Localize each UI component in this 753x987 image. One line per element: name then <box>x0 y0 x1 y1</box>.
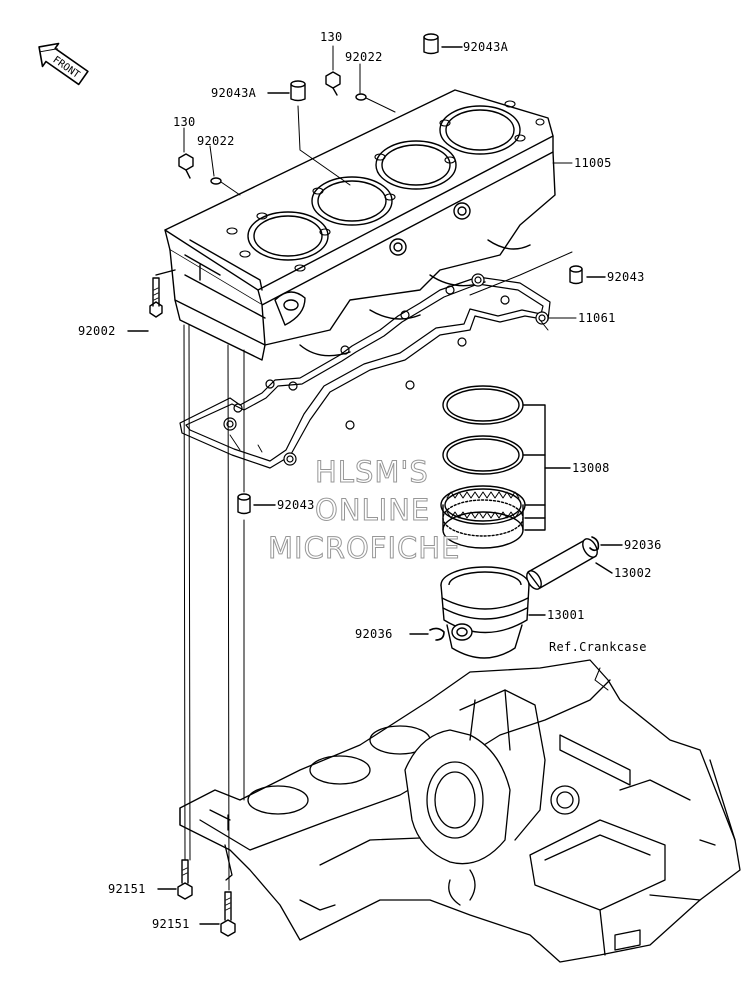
bolt-130-upper <box>325 45 341 96</box>
callout-92022-lower: 92022 <box>197 134 235 148</box>
callout-92043-right: 92043 <box>607 270 645 284</box>
callout-92036-left: 92036 <box>355 627 393 641</box>
piston-pin <box>526 538 613 590</box>
piston <box>440 566 546 659</box>
callout-11005: 11005 <box>574 156 612 170</box>
bolt-92151-lower <box>199 891 236 937</box>
cylinder-bore-3 <box>375 140 457 190</box>
crankcase-reference <box>179 659 741 963</box>
base-gasket <box>179 273 551 469</box>
piston-rings <box>440 385 571 549</box>
callout-92043A-left: 92043A <box>211 86 257 100</box>
leader-lines <box>539 162 577 331</box>
cylinder-bore-1 <box>247 211 329 261</box>
cylinder-bore-4 <box>439 105 521 155</box>
callout-130-lower: 130 <box>173 115 196 129</box>
reference-crankcase-note: Ref.Crankcase <box>549 640 647 654</box>
callout-92043A-right: 92043A <box>463 40 509 54</box>
piston-ring-second <box>442 435 524 475</box>
washer-92022-lower <box>209 145 241 196</box>
piston-ring-top <box>442 385 524 425</box>
washer-92022-upper <box>355 63 396 113</box>
dowel-pin-92043A-left <box>267 80 351 186</box>
callout-92151-upper: 92151 <box>108 882 146 896</box>
callout-13008: 13008 <box>572 461 610 475</box>
callout-13001: 13001 <box>547 608 585 622</box>
callout-130-upper: 130 <box>320 30 343 44</box>
callout-92036-right: 92036 <box>624 538 662 552</box>
bolt-130-lower <box>178 127 194 179</box>
bolt-92002 <box>127 269 176 332</box>
alignment-lines <box>183 324 609 891</box>
dowel-pin-92043A-right <box>423 33 463 55</box>
front-arrow-icon: FRONT <box>38 42 89 86</box>
callout-92022-upper: 92022 <box>345 50 383 64</box>
callout-92043-left: 92043 <box>277 498 315 512</box>
watermark-line-1: HLSM'S <box>315 455 429 490</box>
dowel-pin-92043-right <box>469 251 606 296</box>
piston-pin-clip-right <box>589 536 623 552</box>
callout-92002: 92002 <box>78 324 116 338</box>
cylinder-bore-2 <box>311 176 393 226</box>
callout-92151-lower: 92151 <box>152 917 190 931</box>
watermark-line-2: ONLINE <box>314 493 431 528</box>
cylinder-block <box>164 89 556 361</box>
dowel-pin-92043-left <box>237 469 276 515</box>
piston-pin-clip-left <box>409 627 445 641</box>
callout-11061: 11061 <box>578 311 616 325</box>
callout-13002: 13002 <box>614 566 652 580</box>
bolt-92151-upper <box>157 859 193 900</box>
watermark-line-3: MICROFICHE <box>267 531 461 566</box>
